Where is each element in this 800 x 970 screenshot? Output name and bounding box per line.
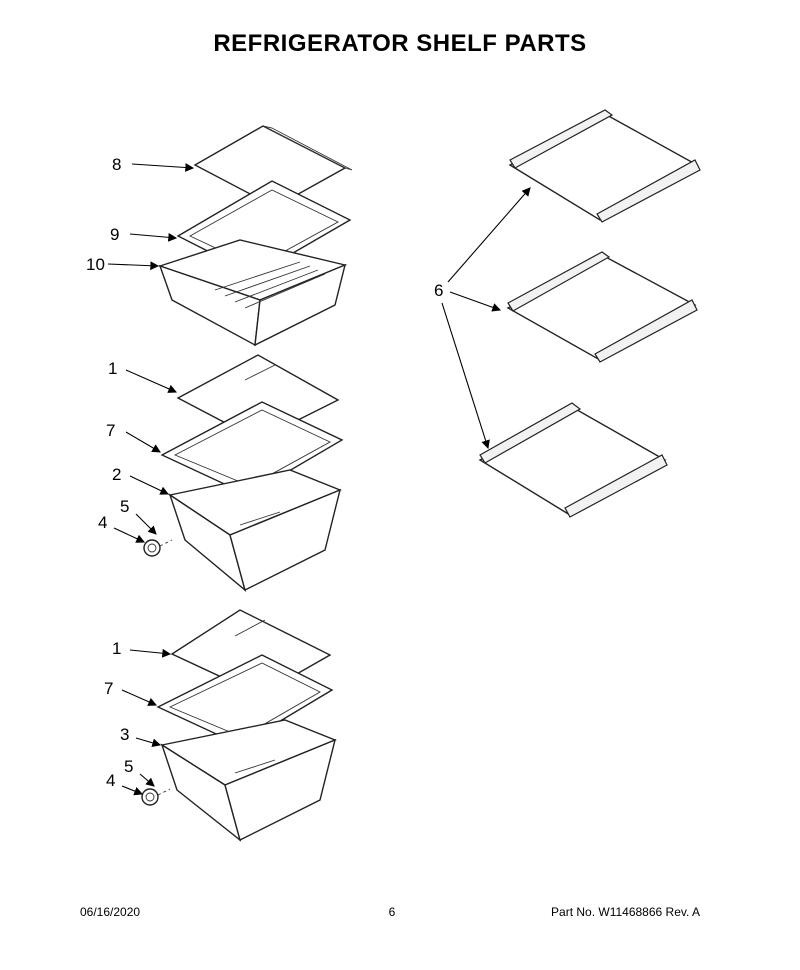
crisper-drawer-3: [160, 719, 337, 842]
callout-10: 10: [86, 255, 105, 274]
drawer-knob-4-upper: [143, 539, 173, 557]
crisper-drawer-2: [168, 469, 342, 592]
callout-9: 9: [110, 225, 119, 244]
callout-6: 6: [434, 281, 443, 300]
callout-1-lower: 1: [112, 639, 121, 658]
shelf-frame-7-upper: [160, 401, 344, 496]
callout-5-upper: 5: [120, 497, 129, 516]
callout-4-lower: 4: [106, 771, 115, 790]
callout-7-upper: 7: [106, 421, 115, 440]
shelf-frame-7-lower: [156, 654, 334, 746]
callout-2: 2: [112, 465, 121, 484]
glass-shelf-6-bottom: [478, 402, 668, 518]
callout-1-upper: 1: [108, 359, 117, 378]
callout-4-upper: 4: [98, 513, 107, 532]
callout-8: 8: [112, 155, 121, 174]
page-title: REFRIGERATOR SHELF PARTS: [213, 30, 587, 57]
footer-part-number: Part No. W11468866 Rev. A: [551, 905, 700, 919]
glass-shelf-8: [193, 125, 353, 208]
footer-date: 06/16/2020: [80, 905, 141, 919]
drawer-knob-4-lower: [141, 788, 171, 806]
callout-7-lower: 7: [104, 679, 113, 698]
crisper-pan-10: [157, 239, 348, 347]
callout-3: 3: [120, 725, 129, 744]
glass-shelf-6-middle: [506, 251, 698, 363]
glass-shelf-6-top: [508, 109, 701, 223]
footer-page-number: 6: [388, 905, 396, 919]
callout-5-lower: 5: [124, 757, 133, 776]
